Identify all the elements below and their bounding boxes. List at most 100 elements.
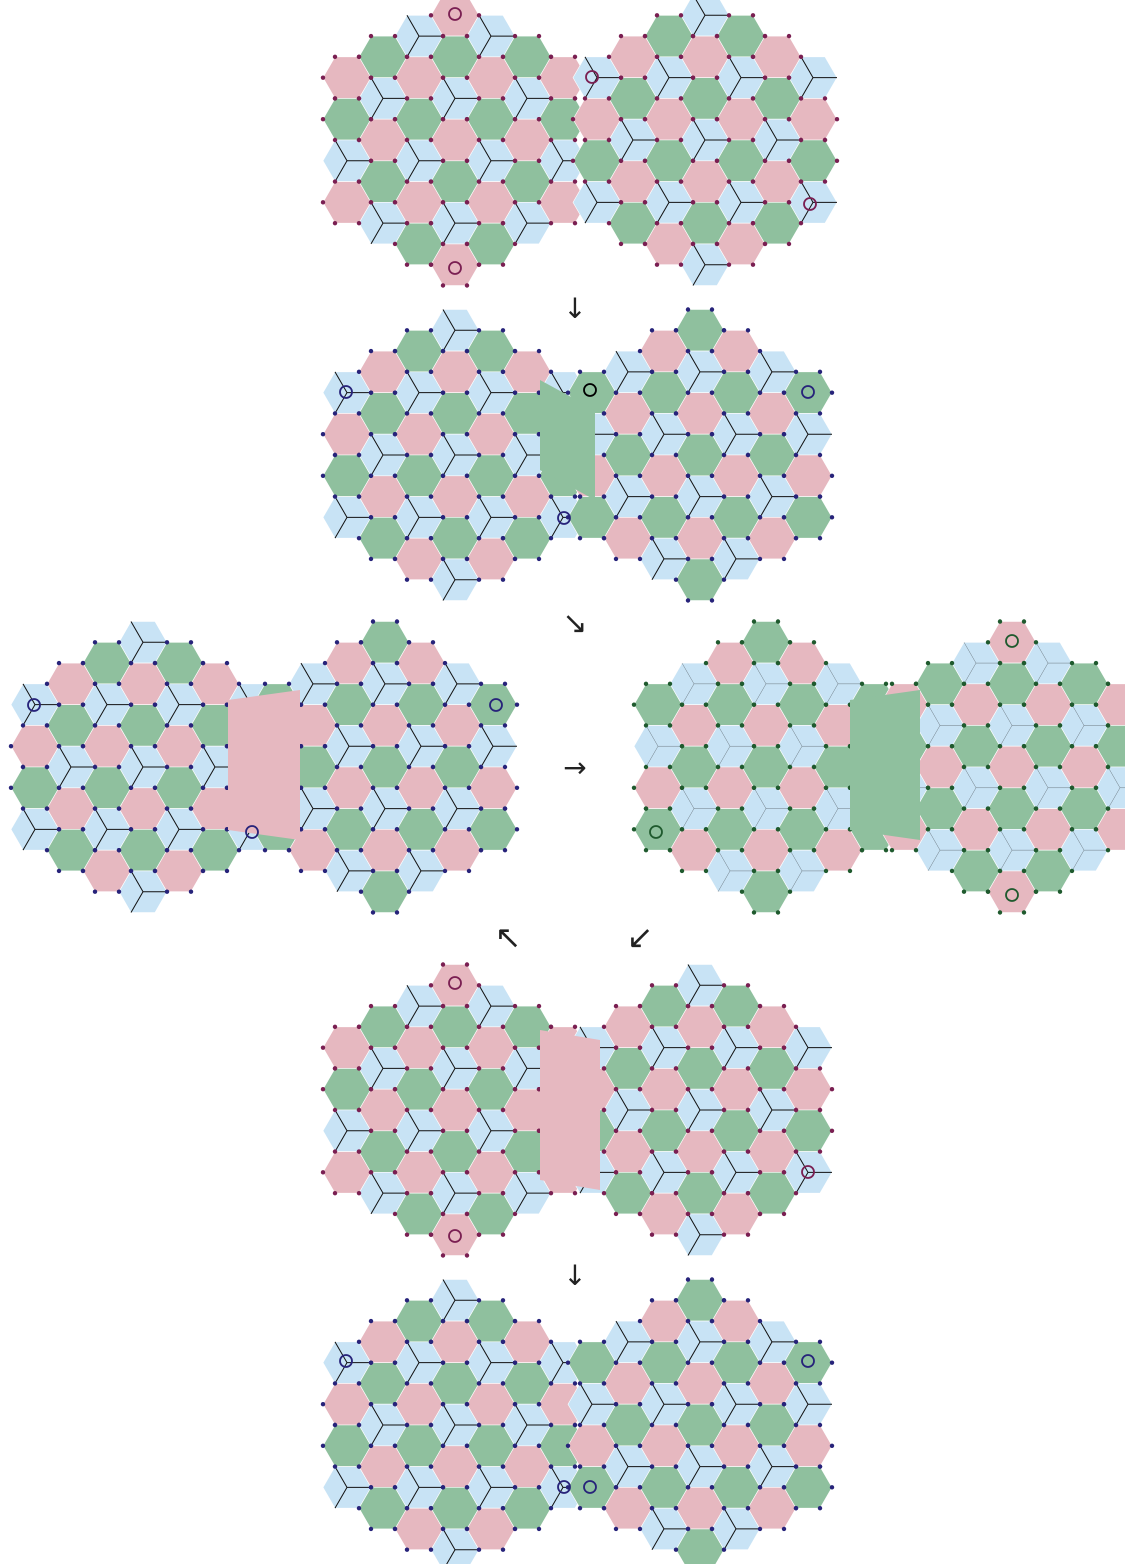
vertex-dot bbox=[443, 869, 447, 873]
vertex-dot bbox=[405, 1191, 409, 1195]
vertex-dot bbox=[465, 1129, 469, 1133]
vertex-dot bbox=[441, 1129, 445, 1133]
vertex-dot bbox=[674, 494, 678, 498]
vertex-dot bbox=[357, 1506, 361, 1510]
vertex-dot bbox=[465, 283, 469, 287]
vertex-dot bbox=[583, 179, 587, 183]
vertex-dot bbox=[93, 765, 97, 769]
vertex-dot bbox=[926, 702, 930, 706]
vertex-dot bbox=[165, 806, 169, 810]
vertex-dot bbox=[371, 827, 375, 831]
vertex-dot bbox=[549, 1340, 553, 1344]
vertex-dot bbox=[824, 786, 828, 790]
vertex-dot bbox=[818, 1340, 822, 1344]
vertex-dot bbox=[467, 702, 471, 706]
vertex-dot bbox=[393, 1087, 397, 1091]
vertex-dot bbox=[1034, 723, 1038, 727]
vertex-dot bbox=[812, 765, 816, 769]
vertex-dot bbox=[189, 890, 193, 894]
vertex-dot bbox=[429, 1191, 433, 1195]
vertex-dot bbox=[513, 117, 517, 121]
vertex-dot bbox=[830, 1360, 834, 1364]
vertex-dot bbox=[465, 1444, 469, 1448]
vertex-dot bbox=[477, 536, 481, 540]
vertex-dot bbox=[752, 744, 756, 748]
vertex-dot bbox=[333, 1108, 337, 1112]
vertex-dot bbox=[674, 1149, 678, 1153]
vertex-dot bbox=[763, 75, 767, 79]
vertex-dot bbox=[395, 702, 399, 706]
vertex-dot bbox=[357, 179, 361, 183]
vertex-dot bbox=[926, 661, 930, 665]
vertex-dot bbox=[650, 370, 654, 374]
vertex-dot bbox=[914, 682, 918, 686]
vertex-dot bbox=[153, 869, 157, 873]
vertex-dot bbox=[357, 1423, 361, 1427]
vertex-dot bbox=[643, 75, 647, 79]
vertex-dot bbox=[189, 640, 193, 644]
vertex-dot bbox=[746, 1340, 750, 1344]
vertex-dot bbox=[818, 1066, 822, 1070]
vertex-dot bbox=[441, 557, 445, 561]
vertex-dot bbox=[710, 1402, 714, 1406]
vertex-dot bbox=[830, 390, 834, 394]
vertex-dot bbox=[129, 702, 133, 706]
vertex-dot bbox=[357, 1191, 361, 1195]
vertex-dot bbox=[357, 411, 361, 415]
vertex-dot bbox=[578, 1423, 582, 1427]
vertex-dot bbox=[788, 682, 792, 686]
vertex-dot bbox=[679, 263, 683, 267]
vertex-dot bbox=[45, 806, 49, 810]
vertex-dot bbox=[441, 1170, 445, 1174]
vertex-dot bbox=[884, 682, 888, 686]
vertex-dot bbox=[357, 453, 361, 457]
vertex-dot bbox=[716, 765, 720, 769]
vertex-dot bbox=[501, 1149, 505, 1153]
vertex-dot bbox=[81, 869, 85, 873]
vertex-dot bbox=[619, 200, 623, 204]
vertex-dot bbox=[441, 474, 445, 478]
vertex-dot bbox=[117, 682, 121, 686]
vertex-dot bbox=[501, 411, 505, 415]
vertex-dot bbox=[465, 159, 469, 163]
vertex-dot bbox=[715, 200, 719, 204]
vertex-dot bbox=[686, 1045, 690, 1049]
vertex-dot bbox=[335, 806, 339, 810]
vertex-dot bbox=[371, 744, 375, 748]
vertex-dot bbox=[740, 806, 744, 810]
vertex-dot bbox=[740, 890, 744, 894]
vertex-dot bbox=[359, 765, 363, 769]
vertex-dot bbox=[751, 221, 755, 225]
vertex-dot bbox=[443, 702, 447, 706]
vertex-dot bbox=[716, 640, 720, 644]
vertex-dot bbox=[357, 138, 361, 142]
vertex-dot bbox=[117, 890, 121, 894]
vertex-dot bbox=[1070, 661, 1074, 665]
vertex-dot bbox=[393, 117, 397, 121]
vertex-dot bbox=[429, 983, 433, 987]
vertex-dot bbox=[465, 242, 469, 246]
vertex-dot bbox=[393, 1444, 397, 1448]
vertex-dot bbox=[758, 1170, 762, 1174]
vertex-dot bbox=[477, 263, 481, 267]
vertex-dot bbox=[549, 1506, 553, 1510]
vertex-dot bbox=[513, 1444, 517, 1448]
vertex-dot bbox=[986, 640, 990, 644]
vertex-dot bbox=[441, 1212, 445, 1216]
vertex-dot bbox=[357, 370, 361, 374]
vertex-dot bbox=[429, 494, 433, 498]
vertex-dot bbox=[405, 1340, 409, 1344]
vertex-dot bbox=[333, 138, 337, 142]
vertex-dot bbox=[674, 1340, 678, 1344]
vertex-dot bbox=[751, 96, 755, 100]
vertex-dot bbox=[237, 682, 241, 686]
vertex-dot bbox=[818, 453, 822, 457]
vertex-dot bbox=[515, 827, 519, 831]
vertex-dot bbox=[21, 806, 25, 810]
vertex-dot bbox=[704, 702, 708, 706]
vertex-dot bbox=[740, 765, 744, 769]
arrow-down-1: ↓ bbox=[563, 292, 586, 325]
vertex-dot bbox=[501, 578, 505, 582]
vertex-dot bbox=[835, 117, 839, 121]
vertex-dot bbox=[9, 744, 13, 748]
